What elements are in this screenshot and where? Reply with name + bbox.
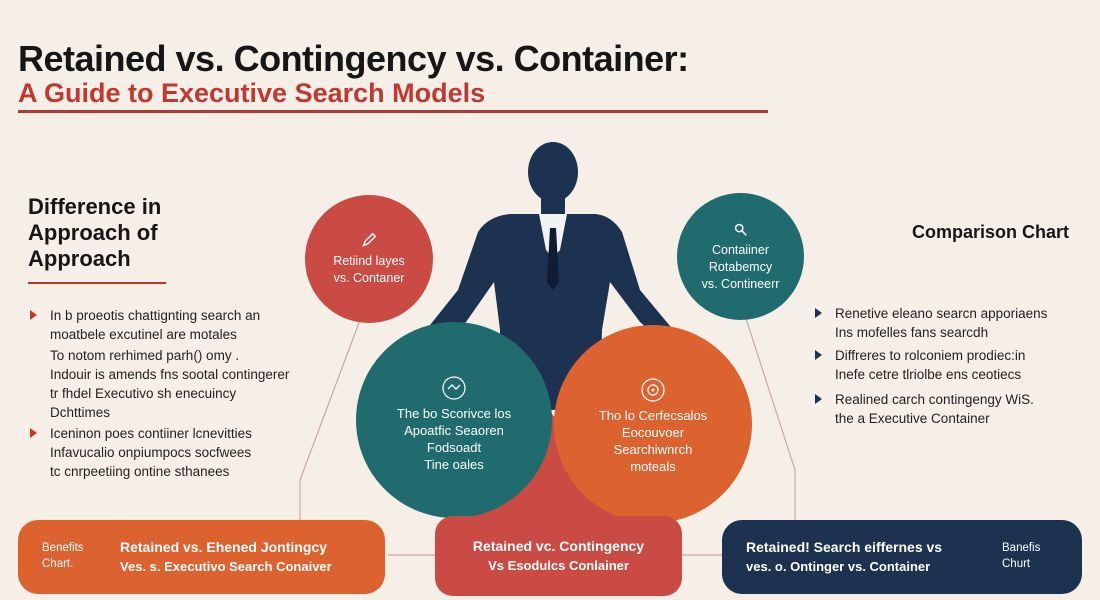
handshake-icon xyxy=(442,376,466,400)
connector-line xyxy=(739,299,796,520)
bullet-arrow-icon xyxy=(815,394,822,404)
pill-main-text: Retained vc. Contingency xyxy=(472,538,645,554)
tie xyxy=(547,228,559,290)
circle-text: Retiind layes xyxy=(333,254,405,268)
pill-main-text: Vs Esodulcs Conlainer xyxy=(488,558,629,573)
circle-text: Apoatfic Seaoren xyxy=(404,423,504,438)
pill-small-text: Banefis xyxy=(1002,542,1041,554)
bullet-text: Diffreres to rolconiem prodiec:in xyxy=(835,348,1026,363)
connector-lines xyxy=(299,299,796,556)
pill-side-label: Banefis Churt xyxy=(1002,540,1040,572)
pill-center: Retained vc. Contingency Vs Esodulcs Con… xyxy=(435,516,682,596)
left-bullet-2: To notom rerhimed parh() omy . Indouir i… xyxy=(50,346,289,422)
target-icon xyxy=(641,378,665,402)
circle-mid-left: The bo Scorivce los Apoatfic Seaoren Fod… xyxy=(356,322,552,518)
heading-line: Difference in xyxy=(28,194,162,219)
left-bullet-3: Iceninon poes contiiner lcnevitties Infa… xyxy=(30,424,252,481)
pill-main-text: Retained vs. Ehened Jontingcy xyxy=(120,539,327,555)
right-bullet-1: Renetive eleano searcn apporiaens Ins mo… xyxy=(815,304,1048,342)
bullet-text: the a Executive Container xyxy=(835,411,990,426)
circle-text: Contaiiner xyxy=(712,243,769,257)
bullet-text: Renetive eleano searcn apporiaens xyxy=(835,306,1048,321)
title-underline xyxy=(18,110,768,113)
pill-small-text: Benefits xyxy=(42,542,84,554)
heading-line: Approach xyxy=(28,246,131,271)
circle-text: Rotabemcy xyxy=(708,260,773,274)
circle-text: Fodsoadt xyxy=(426,440,482,455)
businessman-silhouette xyxy=(398,142,700,410)
bullet-text: Dchttimes xyxy=(50,405,111,420)
bullet-text: Inefe cetre tlriolbe ens ceotiecs xyxy=(835,367,1022,382)
bullet-text: To notom rerhimed parh() omy . xyxy=(50,348,240,363)
bullet-text: tc cnrpeetiing ontine sthanees xyxy=(50,464,230,479)
bullet-arrow-icon xyxy=(815,350,822,360)
pill-main-text: ves. o. Ontinger vs. Container xyxy=(746,559,931,574)
pill-small-text: Chart. xyxy=(42,558,74,570)
heading-line: Approach of xyxy=(28,220,158,245)
bullet-text: Realined carch contingengy WiS. xyxy=(835,392,1034,407)
heading-underline xyxy=(28,282,166,284)
circle-text: moteals xyxy=(630,459,676,474)
left-section-heading: Difference in Approach of Approach xyxy=(28,194,161,272)
circle-text: vs. Contaner xyxy=(333,271,405,285)
circle-top-left: Retiind layes vs. Contaner xyxy=(305,195,433,323)
circle-text: Tho lo Cerfecsalos xyxy=(598,408,708,423)
bullet-text: Indouir is amends fns sootal contingerer xyxy=(50,367,290,382)
bullet-text: Infavucalio onpiumpocs socfwees xyxy=(50,445,252,460)
bullet-text: moatbele excutinel are motales xyxy=(50,327,237,342)
pen-icon xyxy=(362,232,377,247)
bullet-arrow-icon xyxy=(815,308,822,318)
right-bullet-2: Diffreres to rolconiem prodiec:in Inefe … xyxy=(815,346,1026,384)
page-title: Retained vs. Contingency vs. Container: xyxy=(18,38,689,79)
bullet-text: tr fhdel Executivo sh enecuincy xyxy=(50,386,237,401)
pill-small-text: Churt xyxy=(1002,558,1031,570)
bullet-text: Ins mofelles fans searcdh xyxy=(835,325,989,340)
circle-top-right: Contaiiner Rotabemcy vs. Contineerr xyxy=(677,193,804,320)
bullet-arrow-icon xyxy=(30,428,37,438)
circle-mid-right: Tho lo Cerfecsalos Eocouvoer Searchiwnrc… xyxy=(554,325,752,523)
tools-icon xyxy=(734,223,747,236)
pill-right: Retained! Search eiffernes vs ves. o. On… xyxy=(722,520,1082,594)
circle-text: vs. Contineerr xyxy=(701,277,780,291)
pill-main-label: Retained! Search eiffernes vs ves. o. On… xyxy=(746,537,942,577)
pill-main-text: Ves. s. Executivo Search Conaiver xyxy=(120,559,332,574)
right-section-heading: Comparison Chart xyxy=(912,222,1070,242)
circle-text: The bo Scorivce los xyxy=(396,406,512,421)
circle-text: Searchiwnrch xyxy=(613,442,693,457)
left-bullet-1: In b proeotis chattignting search an moa… xyxy=(30,306,261,344)
pill-main-text: Retained! Search eiffernes vs xyxy=(746,539,943,555)
right-bullet-3: Realined carch contingengy WiS. the a Ex… xyxy=(815,390,1034,428)
bullet-text: In b proeotis chattignting search an xyxy=(50,308,261,323)
connector-line xyxy=(299,319,361,520)
circle-text: Tine oales xyxy=(424,457,484,472)
bullet-text: Iceninon poes contiiner lcnevitties xyxy=(50,426,252,441)
pill-side-label: Benefits Chart. xyxy=(42,540,84,572)
pill-main-label: Retained vs. Ehened Jontingcy Ves. s. Ex… xyxy=(120,537,332,577)
pill-left: Benefits Chart. Retained vs. Ehened Jont… xyxy=(18,520,385,594)
bullet-arrow-icon xyxy=(30,310,37,320)
page-subtitle: A Guide to Executive Search Models xyxy=(18,78,486,108)
circle-text: Eocouvoer xyxy=(621,425,685,440)
